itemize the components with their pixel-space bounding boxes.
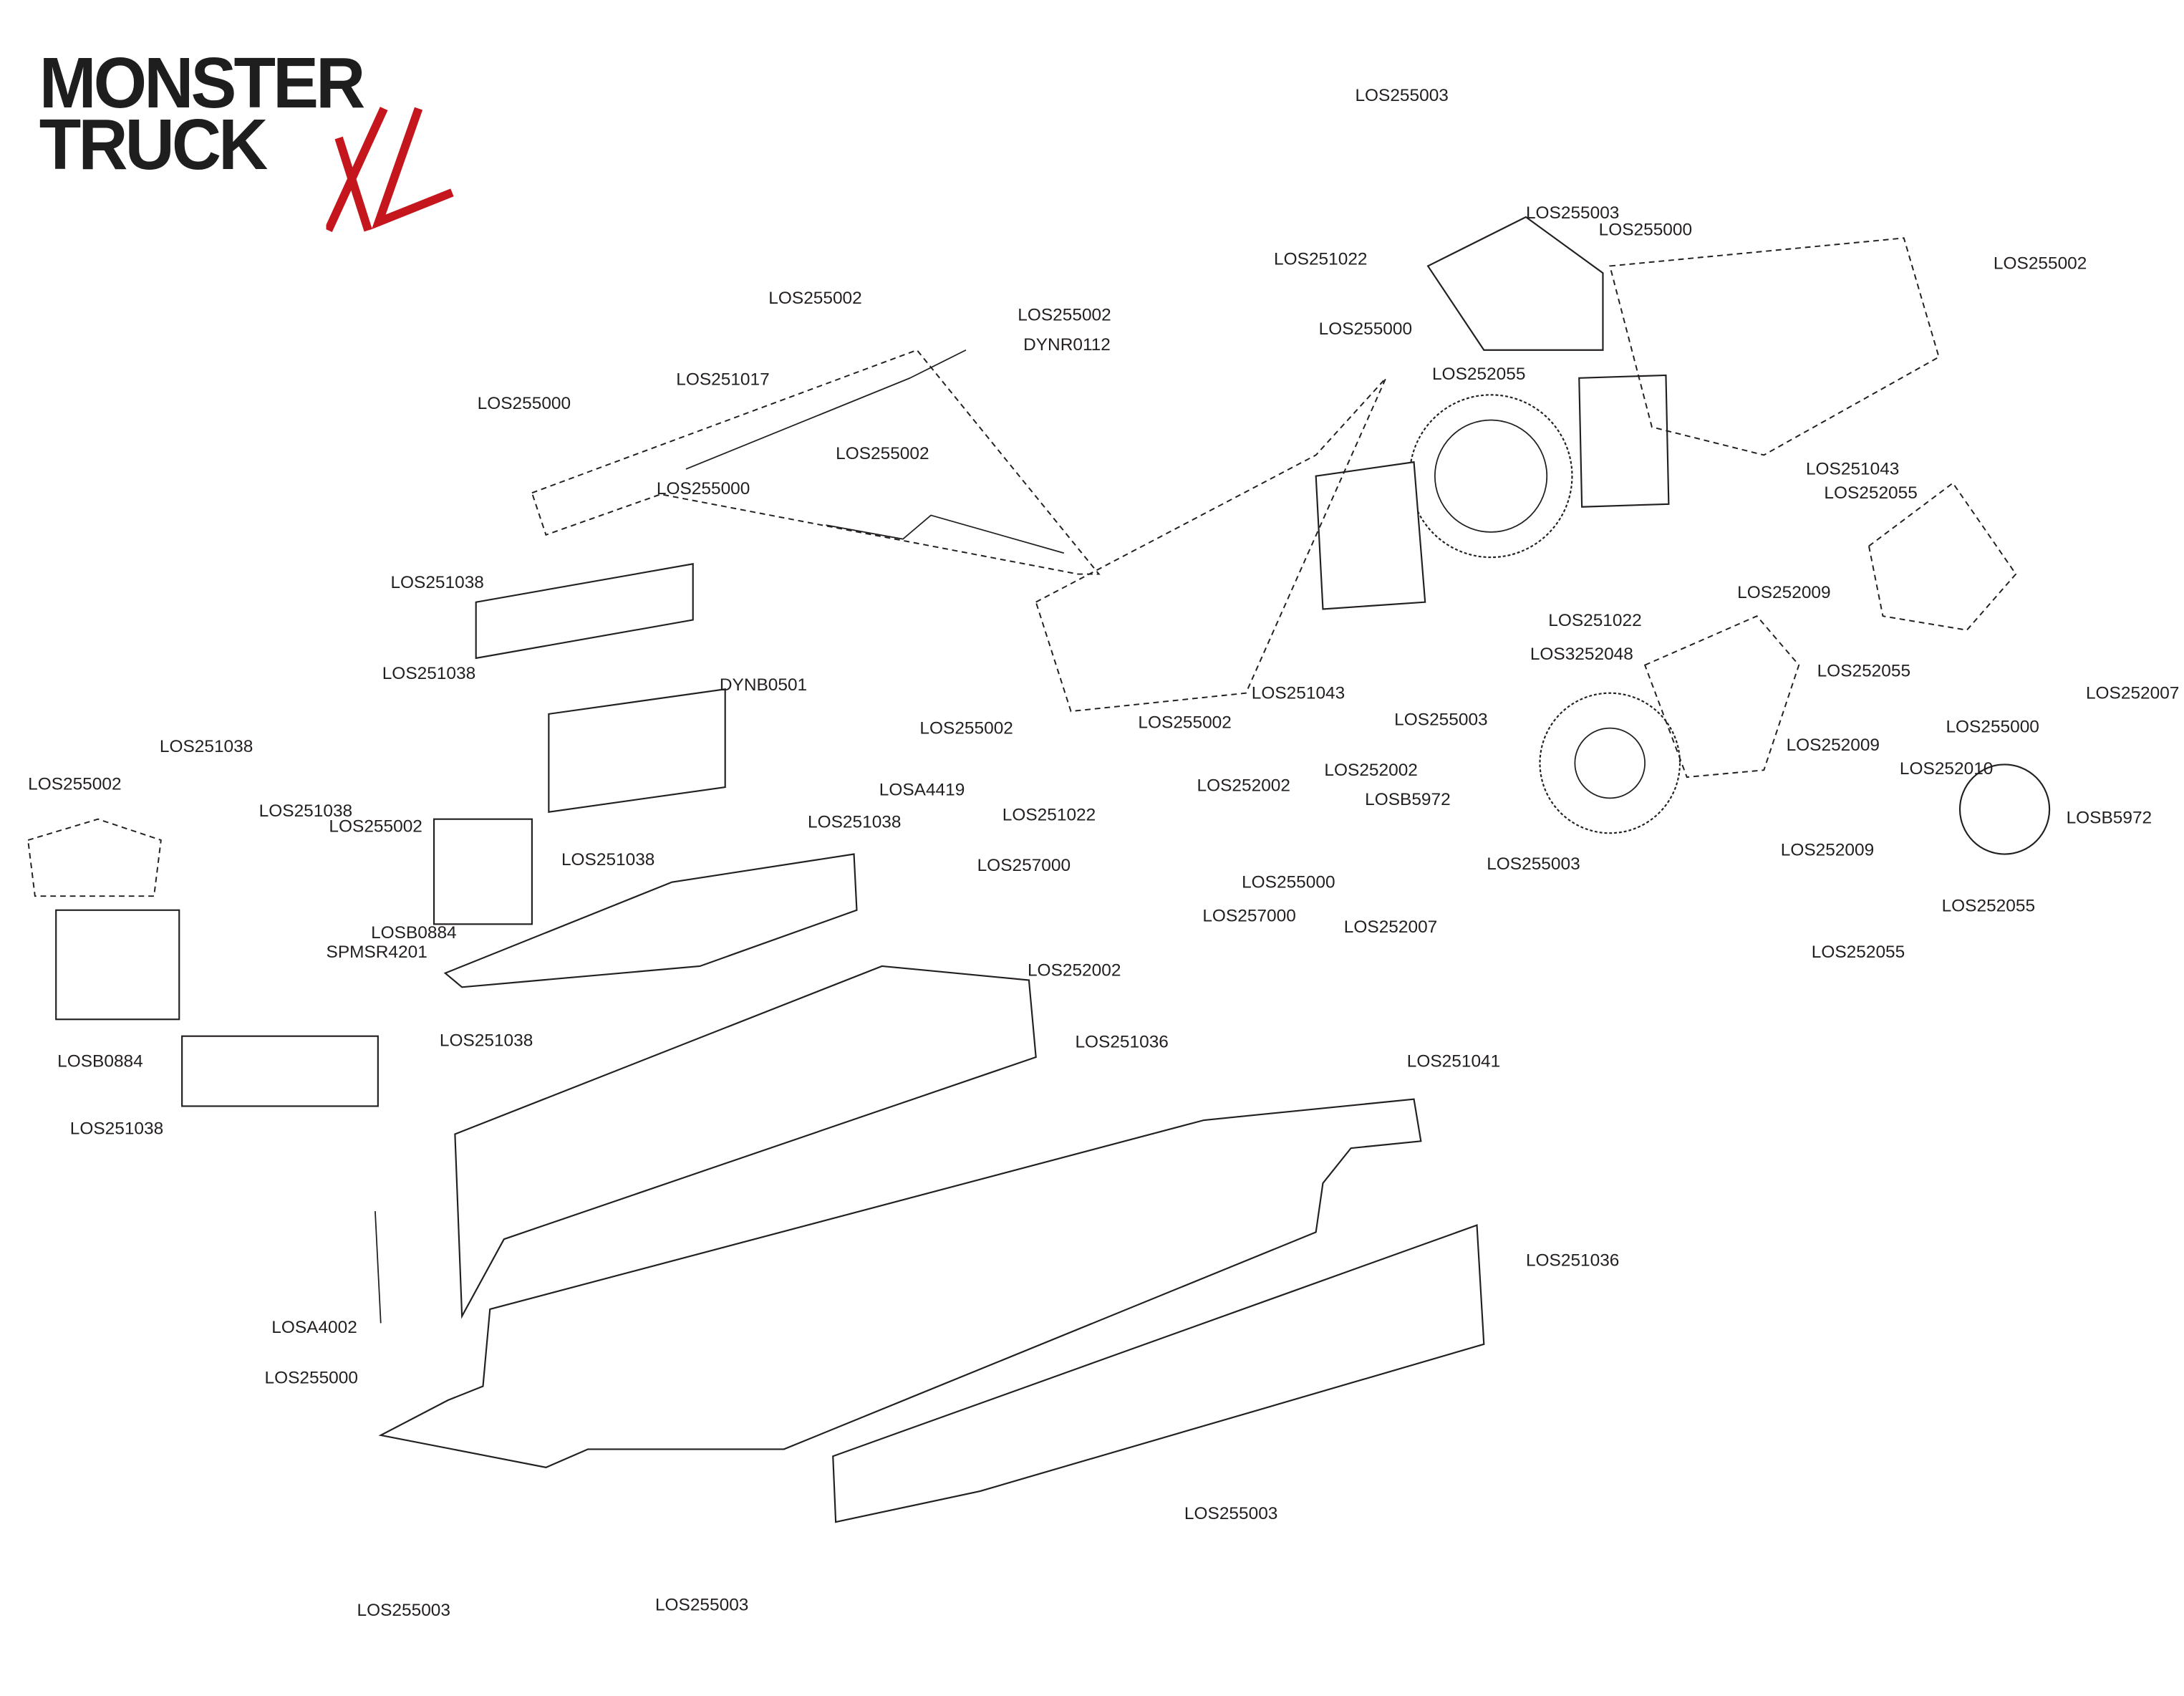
- part-number-callout: LOS251038: [808, 811, 902, 832]
- logo-line-2: TRUCK: [39, 105, 269, 186]
- part-number-callout: LOS255002: [1018, 305, 1111, 325]
- part-number-callout: LOS251043: [1805, 459, 1900, 479]
- part-number-callout: LOS255003: [357, 1600, 450, 1620]
- part-number-callout: LOS255000: [1946, 716, 2039, 737]
- part-number-callout: LOSA4002: [271, 1317, 357, 1338]
- part-number-callout: LOS255003: [1184, 1503, 1278, 1524]
- part-number-callout: LOS251038: [439, 1030, 533, 1051]
- part-number-callout: LOS252009: [1780, 840, 1875, 860]
- gearbox-housing: [1315, 461, 1426, 610]
- part-number-callout: LOS251038: [258, 801, 353, 821]
- part-number-callout: LOS252002: [1027, 960, 1121, 980]
- part-number-callout: LOS251038: [69, 1119, 164, 1139]
- part-number-callout: LOS251022: [1274, 249, 1368, 269]
- part-number-callout: LOS255002: [836, 443, 929, 464]
- battery-box: [548, 688, 726, 813]
- part-number-callout: DYNR0112: [1023, 334, 1111, 355]
- spur-gear: [1409, 394, 1573, 559]
- body-post: [375, 1211, 382, 1324]
- servo: [433, 818, 533, 925]
- part-number-callout: LOS251022: [1548, 610, 1642, 630]
- part-number-callout: LOS255003: [1525, 203, 1620, 223]
- side-guard-right: [832, 1224, 1485, 1523]
- part-number-callout: LOS252009: [1786, 735, 1880, 755]
- part-number-callout: LOS252055: [1817, 660, 1911, 681]
- chassis-plate: [378, 1098, 1422, 1468]
- part-number-callout: LOS251017: [676, 370, 770, 390]
- part-number-callout: LOS251038: [159, 736, 253, 756]
- gearbox-cover: [1426, 216, 1604, 351]
- part-number-callout: LOS255002: [768, 288, 862, 309]
- part-number-callout: LOS252007: [1343, 917, 1438, 937]
- part-number-callout: LOS255003: [1355, 85, 1449, 105]
- part-number-callout: LOS251041: [1406, 1051, 1501, 1071]
- monster-truck-xl-logo: MONSTER TRUCK: [39, 44, 516, 239]
- part-number-callout: LOS251038: [382, 663, 476, 684]
- part-number-callout: LOS3252048: [1530, 644, 1633, 664]
- part-number-callout: LOS255003: [654, 1594, 749, 1615]
- part-number-callout: DYNB0501: [719, 675, 808, 695]
- part-number-callout: LOS251036: [1525, 1250, 1620, 1271]
- part-number-callout: LOS252055: [1941, 896, 2036, 916]
- receiver-box: [181, 1035, 379, 1107]
- part-number-callout: LOS255000: [1598, 219, 1693, 240]
- part-number-callout: LOS257000: [977, 855, 1071, 875]
- part-number-callout: LOS255002: [919, 718, 1013, 738]
- part-number-callout: LOSA4419: [879, 779, 965, 800]
- part-number-callout: LOS252010: [1899, 758, 1994, 779]
- part-number-callout: LOS251022: [1002, 805, 1096, 825]
- side-guard-left: [454, 965, 1037, 1319]
- part-number-callout: LOS255000: [264, 1368, 358, 1388]
- part-number-callout: LOS255002: [28, 774, 122, 794]
- part-number-callout: LOS255003: [1487, 854, 1580, 874]
- part-number-callout: LOSB0884: [57, 1051, 143, 1071]
- part-number-callout: LOS255000: [656, 478, 750, 498]
- part-number-callout: LOSB0884: [371, 922, 457, 943]
- part-number-callout: LOSB5972: [2066, 808, 2152, 828]
- diff-case: [1958, 763, 2051, 855]
- diff-gear: [1539, 692, 1681, 834]
- part-number-callout: LOS252002: [1324, 760, 1418, 780]
- servo: [55, 909, 180, 1021]
- part-number-callout: LOS255002: [1993, 253, 2087, 274]
- part-number-callout: LOS252055: [1431, 364, 1526, 384]
- part-number-callout: LOS255000: [1318, 319, 1413, 339]
- part-number-callout: LOS251038: [390, 572, 484, 592]
- steering-linkage: [685, 349, 967, 470]
- part-number-callout: LOS252009: [1737, 582, 1831, 602]
- part-number-callout: LOS252002: [1197, 776, 1290, 796]
- part-number-callout: LOS252007: [2085, 683, 2180, 703]
- logo-xl-mark: [326, 107, 454, 233]
- gearbox-housing: [1578, 374, 1670, 508]
- part-number-callout: LOS257000: [1202, 905, 1296, 926]
- logo-line-1: MONSTER: [39, 44, 366, 124]
- part-number-callout: LOS252055: [1811, 942, 1905, 963]
- part-number-callout: LOS255000: [477, 393, 571, 413]
- part-number-callout: LOS255000: [1242, 872, 1335, 892]
- part-number-callout: LOS251036: [1075, 1031, 1169, 1052]
- part-number-callout: LOSB5972: [1365, 789, 1451, 809]
- part-number-callout: LOS251038: [561, 849, 655, 870]
- part-number-callout: LOS251043: [1251, 683, 1345, 703]
- battery-lid: [475, 563, 694, 660]
- part-number-callout: LOS255003: [1394, 710, 1488, 730]
- part-number-callout: LOS255002: [1138, 713, 1232, 733]
- part-number-callout: LOS252055: [1824, 483, 1918, 503]
- battery-tray: [443, 853, 858, 988]
- part-number-callout: SPMSR4201: [326, 942, 427, 963]
- part-number-callout: LOS255002: [329, 816, 422, 837]
